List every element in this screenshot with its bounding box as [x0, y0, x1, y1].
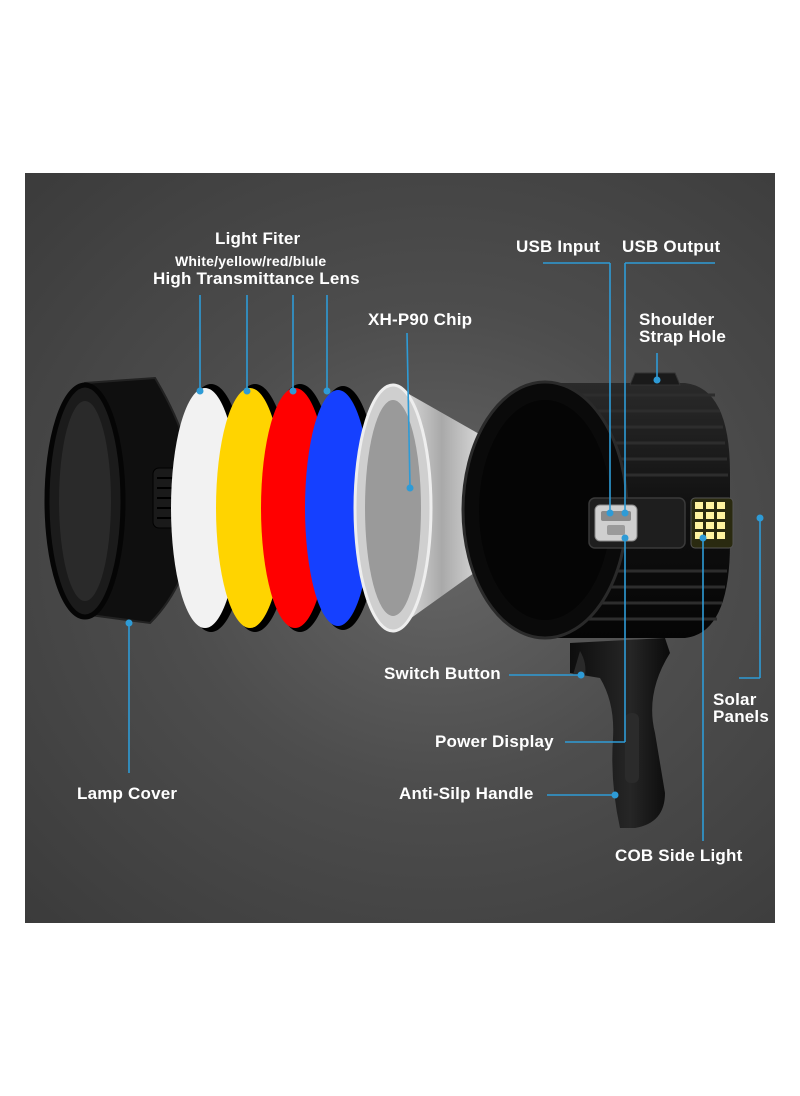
label-light-filter-colors: White/yellow/red/blule: [175, 253, 327, 269]
label-cob-side-light: COB Side Light: [615, 846, 743, 865]
label-usb-input: USB Input: [516, 237, 600, 256]
label-anti-slip-handle: Anti-Silp Handle: [399, 784, 534, 803]
leader-lines: [128, 262, 761, 841]
label-high-transmittance-lens: High Transmittance Lens: [153, 269, 360, 288]
label-usb-output: USB Output: [622, 237, 721, 256]
leader-dots: [125, 376, 764, 799]
label-solar-line1: Solar: [713, 690, 757, 709]
flashlight-illustration: [44, 262, 764, 841]
anti-slip-handle: [570, 638, 670, 828]
label-shoulder-strap-line1: Shoulder: [639, 310, 715, 329]
label-shoulder-strap-line2: Strap Hole: [639, 327, 727, 346]
flashlight-body: [461, 372, 734, 640]
label-lamp-cover: Lamp Cover: [77, 784, 178, 803]
label-light-filter-title: Light Fiter: [215, 229, 301, 248]
diagram-panel: Light Fiter White/yellow/red/blule High …: [25, 173, 775, 923]
label-xh-p90-chip: XH-P90 Chip: [368, 310, 473, 329]
label-solar-line2: Panels: [713, 707, 770, 726]
label-switch-button: Switch Button: [384, 664, 501, 683]
lamp-cover-ring: [44, 376, 197, 625]
label-power-display: Power Display: [435, 732, 554, 751]
